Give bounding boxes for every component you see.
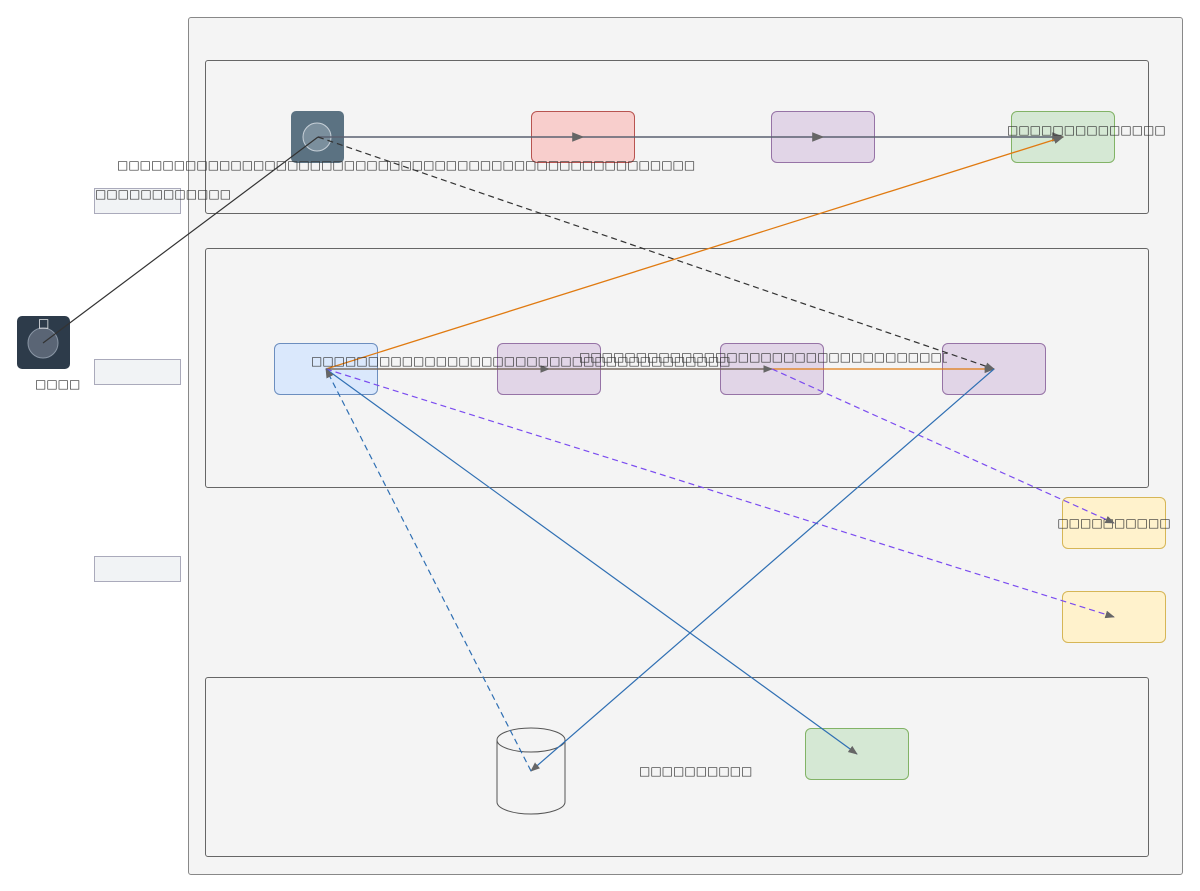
side-tag-1 [94, 188, 181, 214]
database-icon[interactable] [495, 726, 569, 816]
edge-purple-dashed-1 [771, 368, 1115, 524]
edge-orange-blue-green [325, 135, 1064, 370]
edge-blue-purple3-db [530, 368, 995, 772]
actor-top-glyph: □ [38, 316, 50, 330]
side-tag-1-label: □□□□□□□□□□□□ [95, 187, 232, 201]
middle-lane-caption-1: □□□□□□□□□□□□□□□□□□□□□□□□□□□□□□□□□□□□□□□□… [311, 354, 731, 368]
top-lane-caption: □□□□□□□□□□□□□□□□□□□□□□□□□□□□□□□□□□□□□□□□… [117, 158, 696, 172]
middle-lane-caption-2: □□□□□□□□□□□□□□□□□□□□□□□□□□□□□□□□□□□□□□□□… [579, 350, 947, 364]
side-tag-2 [94, 359, 181, 385]
edge-blue-blue-green-bottom [325, 368, 858, 755]
edge-actor-service [42, 136, 319, 344]
actor-label: □□□□ [35, 377, 81, 391]
edge-blue-dashed-db-blue [325, 368, 532, 772]
bottom-label: □□□□□□□□□□ [639, 764, 753, 778]
side-tag-3 [94, 556, 181, 582]
green-top-label: □□□□□□□□□□□□□□ [1007, 123, 1166, 137]
edge-purple-dashed-2 [325, 368, 1115, 619]
lane-bottom [205, 677, 1149, 857]
edge-dashed-service-purple3 [317, 136, 995, 370]
